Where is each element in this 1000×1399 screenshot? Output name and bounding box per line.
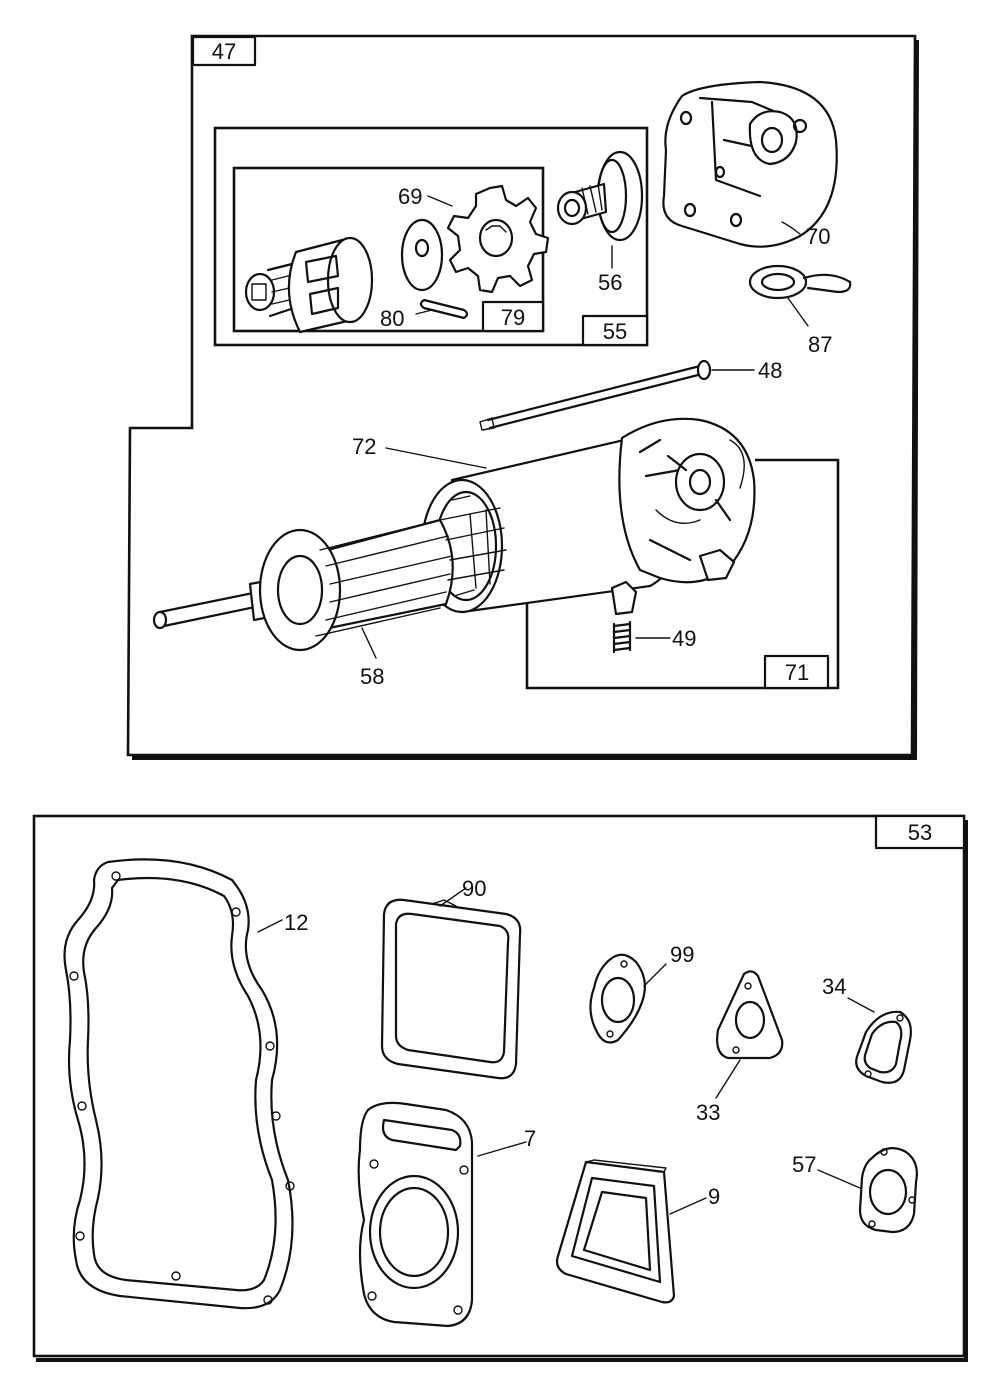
callout-leaders: [257, 195, 875, 1215]
carburetor-gasket: [716, 970, 784, 1060]
drive-housing: [244, 236, 374, 334]
armature: [152, 507, 507, 652]
cylinder-head-gasket: [357, 1101, 474, 1328]
callout-69: 69: [398, 184, 422, 209]
group-label-79: 79: [501, 305, 525, 330]
callout-56: 56: [598, 270, 622, 295]
air-filter-gasket: [555, 1159, 676, 1304]
callout-48: 48: [758, 358, 782, 383]
group-label-71: 71: [785, 660, 809, 685]
pinion-kit-box: 55: [213, 126, 649, 347]
gasket-set-panel: 53: [32, 814, 968, 1362]
group-label-47: 47: [212, 39, 236, 64]
intake-gasket: [855, 1010, 912, 1084]
callout-labels: 69 70 56 80 87 48 72 49 58 90 12 99 34 3…: [284, 184, 846, 1209]
callout-99: 99: [670, 942, 694, 967]
callout-58: 58: [360, 664, 384, 689]
gasket-57: [858, 1147, 918, 1234]
callout-34: 34: [822, 974, 846, 999]
brush-kit-box: 71: [525, 458, 840, 690]
dust-cover: [748, 264, 852, 300]
callout-9: 9: [708, 1184, 720, 1209]
callout-87: 87: [808, 332, 832, 357]
callout-72: 72: [352, 434, 376, 459]
pinion-gear: [446, 184, 550, 294]
callout-57: 57: [792, 1152, 816, 1177]
washer: [400, 218, 444, 292]
callout-33: 33: [696, 1100, 720, 1125]
exhaust-gasket: [589, 953, 647, 1044]
callout-70: 70: [806, 224, 830, 249]
group-label-55: 55: [603, 319, 627, 344]
drive-helix: [556, 150, 644, 242]
pinion-subkit-box: 79: [232, 166, 545, 333]
crankcase-gasket: [63, 858, 295, 1310]
callout-7: 7: [524, 1126, 536, 1151]
end-cap-bracket: [662, 80, 838, 248]
group-label-53: 53: [908, 820, 932, 845]
spacer-pin: [419, 298, 469, 320]
rocker-cover-gasket: [380, 898, 522, 1080]
commutator-end-head: [610, 417, 756, 616]
callout-80: 80: [380, 306, 404, 331]
starter-assembly-panel: 47: [126, 34, 919, 760]
callout-12: 12: [284, 910, 308, 935]
callout-49: 49: [672, 626, 696, 651]
callout-90: 90: [462, 876, 486, 901]
brush-spring: [612, 620, 632, 654]
through-bolt: [479, 359, 712, 431]
